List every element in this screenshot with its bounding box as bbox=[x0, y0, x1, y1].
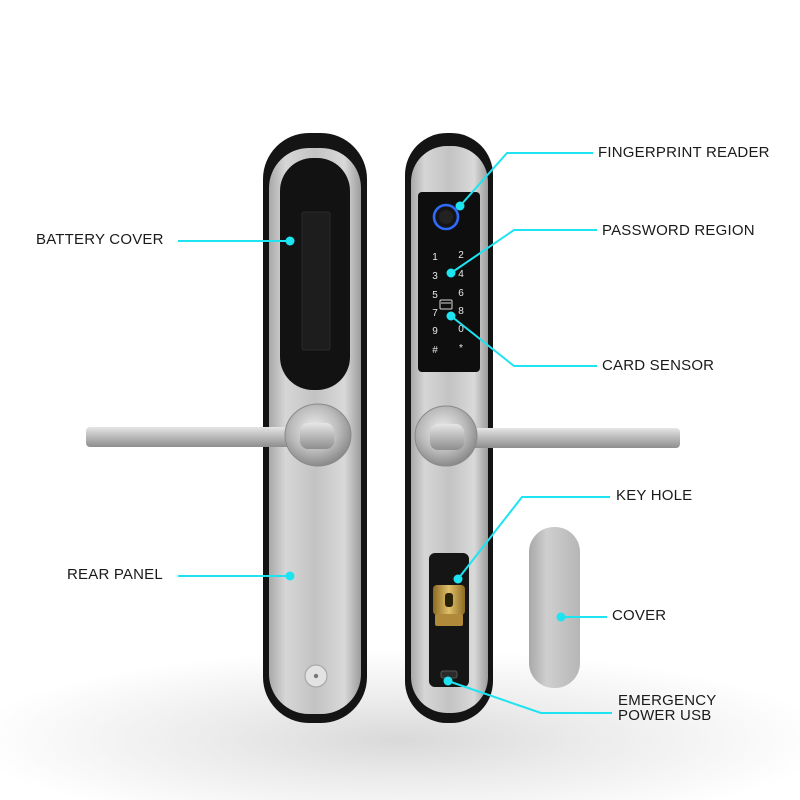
dot-password bbox=[446, 268, 456, 278]
keypad-key-3: 3 bbox=[432, 271, 438, 282]
label-emergency-line2: POWER USB bbox=[618, 707, 712, 724]
dot-key-hole bbox=[453, 574, 463, 584]
card-sensor-icon bbox=[439, 299, 453, 310]
label-emergency-line1: EMERGENCY bbox=[618, 692, 717, 709]
keypad-key-8: 8 bbox=[458, 306, 464, 317]
fingerprint-sensor-icon bbox=[439, 210, 453, 224]
keypad-key-2: 2 bbox=[458, 250, 464, 261]
line-card-sensor bbox=[450, 315, 597, 367]
label-battery-cover: BATTERY COVER bbox=[36, 231, 164, 248]
dot-fingerprint bbox=[455, 201, 465, 211]
keypad-key-0: 0 bbox=[458, 324, 464, 335]
cover-piece bbox=[529, 527, 580, 688]
front-lever-hub bbox=[430, 424, 464, 450]
keypad-keys: 1 2 3 4 5 6 7 8 9 0 # * bbox=[432, 250, 464, 356]
dot-rear-panel bbox=[285, 571, 295, 581]
battery-slot bbox=[301, 211, 331, 351]
line-fingerprint bbox=[459, 152, 593, 207]
label-card-sensor: CARD SENSOR bbox=[602, 357, 715, 374]
callout-dots bbox=[285, 201, 566, 686]
label-cover: COVER bbox=[612, 607, 667, 624]
dot-usb bbox=[443, 676, 453, 686]
keypad-key-star: * bbox=[459, 343, 463, 354]
line-key-hole bbox=[457, 496, 610, 580]
label-key-hole: KEY HOLE bbox=[616, 487, 693, 504]
keypad-key-5: 5 bbox=[432, 290, 438, 301]
rear-lever-hub bbox=[300, 423, 334, 449]
front-unit: 1 2 3 4 5 6 7 8 9 0 # * bbox=[405, 133, 680, 723]
rear-screw-hole bbox=[313, 673, 319, 679]
rear-lever bbox=[86, 427, 318, 447]
label-emergency-power-usb: EMERGENCY POWER USB bbox=[618, 693, 716, 723]
keypad-key-6: 6 bbox=[458, 288, 464, 299]
callout-lines bbox=[178, 152, 612, 714]
dot-battery-cover bbox=[285, 236, 295, 246]
key-hole-icon bbox=[445, 593, 453, 607]
keypad-key-hash: # bbox=[432, 345, 438, 356]
front-lever bbox=[430, 428, 680, 448]
keypad-key-7: 7 bbox=[432, 308, 438, 319]
keypad-key-1: 1 bbox=[432, 252, 438, 263]
dot-cover bbox=[556, 612, 566, 622]
rear-unit bbox=[86, 133, 367, 723]
line-usb bbox=[447, 680, 612, 714]
keypad-key-4: 4 bbox=[458, 269, 464, 280]
keypad-key-9: 9 bbox=[432, 326, 438, 337]
cylinder-collar bbox=[435, 614, 463, 626]
dot-card-sensor bbox=[446, 311, 456, 321]
line-password bbox=[450, 229, 597, 274]
label-password-region: PASSWORD REGION bbox=[602, 222, 755, 239]
label-fingerprint-reader: FINGERPRINT READER bbox=[598, 144, 770, 161]
label-rear-panel: REAR PANEL bbox=[67, 566, 163, 583]
